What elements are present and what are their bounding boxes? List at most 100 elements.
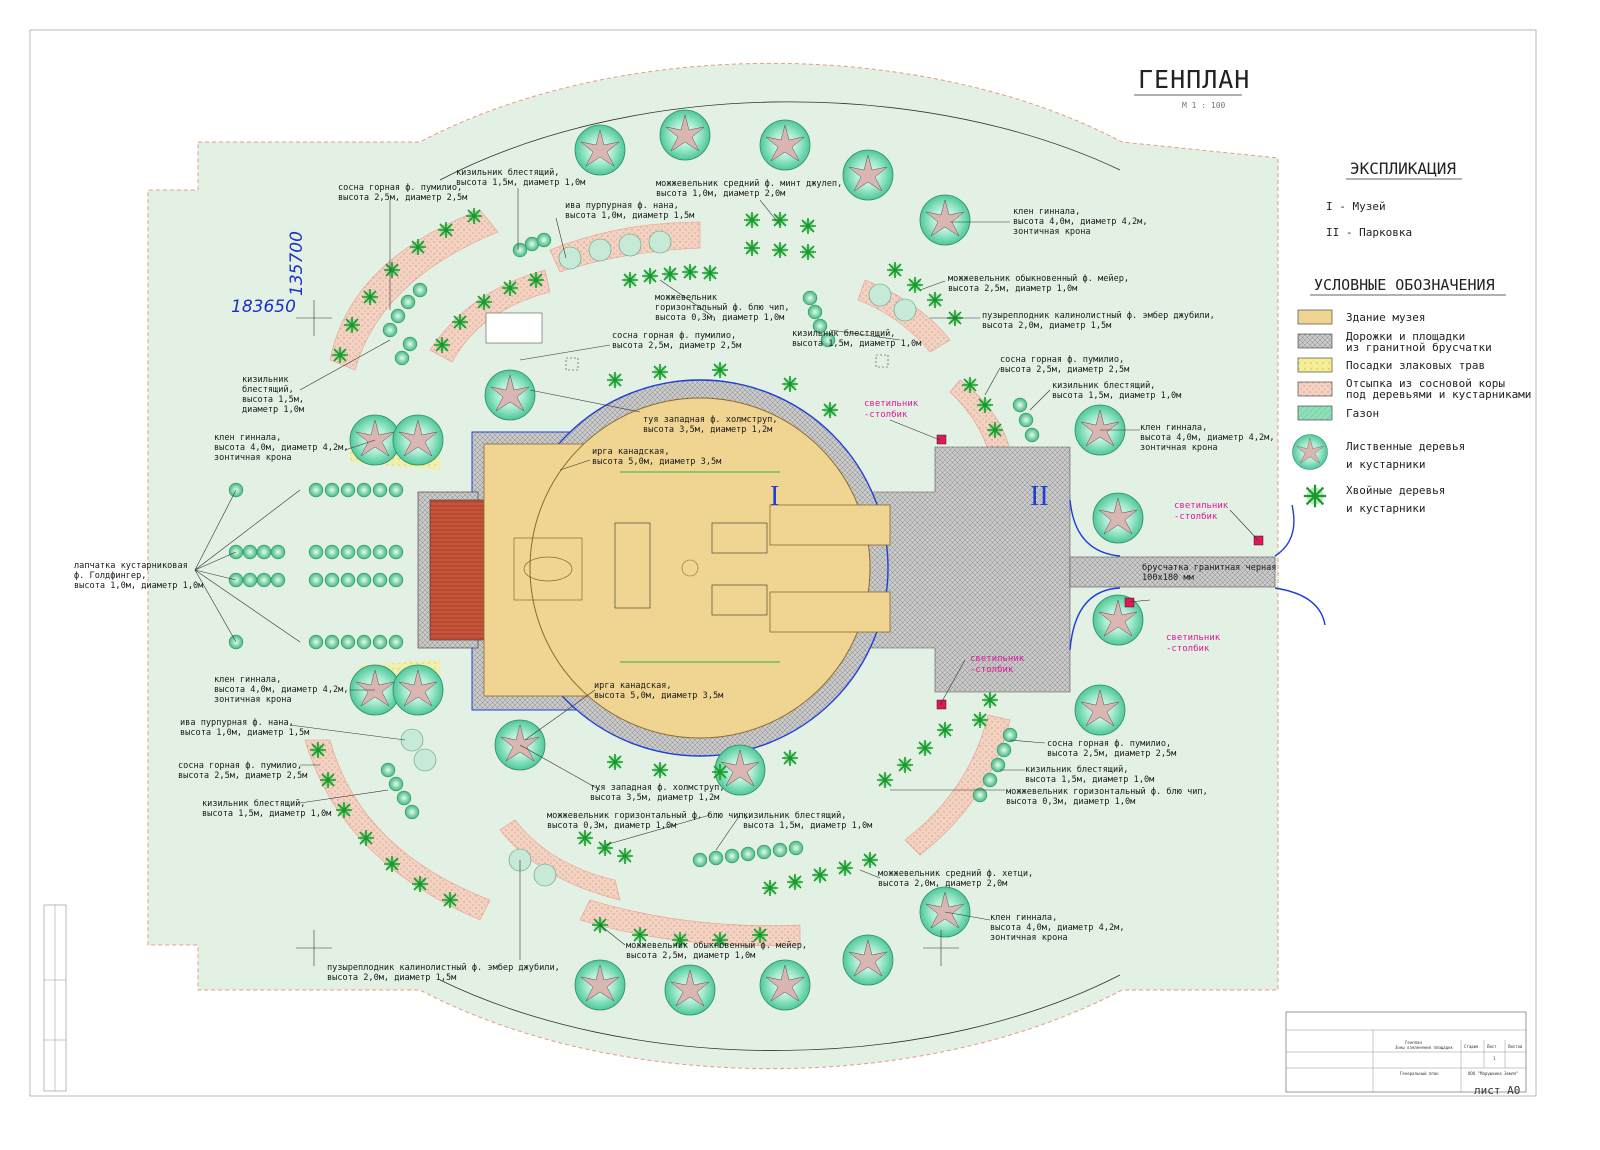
annotation-line: можжевельник средний ф. хетци, [878, 869, 1033, 879]
annotation-line: диаметр 1,0м [242, 405, 304, 415]
annotation-line: кизильник блестящий, [743, 810, 846, 821]
annotation-line: высота 1,0м, диаметр 2,0м [656, 189, 785, 199]
coordinate-y: 135700 [287, 231, 307, 296]
legend-title: УСЛОВНЫЕ ОБОЗНАЧЕНИЯ [1314, 276, 1495, 294]
annotation-line: высота 1,5м, [242, 395, 304, 405]
leader-lines [194, 188, 1259, 960]
svg-text:пузыреплодник калинолистный ф.: пузыреплодник калинолистный ф. эмбер джу… [982, 310, 1215, 331]
svg-text:ива пурпурная ф. нана,высота 1: ива пурпурная ф. нана,высота 1,0м, диаме… [565, 201, 694, 221]
annotation-line: кизильник блестящий, [456, 167, 559, 178]
stamp-stage-label: Стадия [1464, 1044, 1478, 1049]
coordinate-crosses [296, 300, 959, 966]
annotation-line: высота 2,5м, диаметр 2,5м [1047, 749, 1176, 759]
annotation-line: горизонтальный ф. блю чип, [655, 302, 790, 313]
svg-text:клен гиннала,высота 4,0м, диам: клен гиннала,высота 4,0м, диаметр 4,2м,з… [214, 433, 349, 463]
svg-text:туя западная ф. холмструп,высо: туя западная ф. холмструп,высота 3,5м, д… [590, 783, 725, 803]
stamp-sheets-label: Листов [1508, 1044, 1522, 1049]
annotation-line: высота 1,5м, диаметр 1,0м [202, 809, 331, 819]
lamp-label: светильник [970, 654, 1025, 664]
annotation-line: клен гиннала, [990, 913, 1057, 923]
annotation-line: высота 1,5м, диаметр 1,0м [1025, 775, 1154, 785]
annotation-line: высота 1,0м, диаметр 1,5м [180, 728, 309, 738]
paving-note: 100х180 мм [1142, 573, 1194, 583]
paving-note: брусчатка гранитная черная [1142, 562, 1277, 573]
annotation-line: высота 2,0м, диаметр 1,5м [327, 973, 456, 983]
annotation-line: высота 4,0м, диаметр 4,2м, [990, 923, 1125, 933]
annotation-line: высота 1,5м, диаметр 1,0м [1052, 391, 1181, 401]
legend-label-paving: Дорожки и площадки [1346, 330, 1465, 343]
annotation-line: высота 4,0м, диаметр 4,2м, [214, 685, 349, 695]
svg-text:туя западная ф. холмструп,высо: туя западная ф. холмструп,высота 3,5м, д… [643, 415, 778, 435]
annotation-line: туя западная ф. холмструп, [590, 783, 725, 793]
annotation-line: зонтичная крона [990, 933, 1068, 943]
lamp-markers [936, 434, 1264, 710]
annotation-line: высота 2,5м, диаметр 2,5м [1000, 365, 1129, 375]
annotation-line: высота 0,3м, диаметр 1,0м [1006, 797, 1135, 807]
svg-text:ирга канадская,высота 5,0м, ди: ирга канадская,высота 5,0м, диаметр 3,5м [594, 681, 723, 701]
legend-label-grass: Посадки злаковых трав [1346, 359, 1485, 372]
annotation-line: туя западная ф. холмструп, [643, 415, 778, 425]
annotation-line: можжевельник обыкновенный ф. мейер, [626, 940, 807, 951]
annotation-line: зонтичная крона [1140, 443, 1218, 453]
lamp-labels: светильник-столбик светильник-столбик св… [864, 399, 1229, 675]
lamp-label: -столбик [1174, 511, 1218, 522]
zone-museum-label: I [770, 481, 779, 512]
svg-text:светильник-столбик: светильник-столбик [1174, 501, 1229, 522]
annotation-line: клен гиннала, [214, 675, 281, 685]
annotation-line: кизильник блестящий, [1052, 380, 1155, 391]
annotation-line: высота 1,5м, диаметр 1,0м [792, 339, 921, 349]
annotation-line: ф. Голдфингер, [74, 571, 146, 581]
annotation-line: высота 2,5м, диаметр 2,5м [338, 193, 467, 203]
annotation-line: высота 1,0м, диаметр 1,0м [74, 581, 203, 591]
svg-text:светильник-столбик: светильник-столбик [1166, 633, 1221, 654]
stamp-org: ООО "Марушкина Земля" [1468, 1071, 1519, 1076]
legend-label-conifer: Хвойные деревья [1346, 484, 1445, 497]
lamp-label: светильник [864, 399, 919, 409]
svg-text:сосна горная ф. пумилио,высота: сосна горная ф. пумилио,высота 2,5м, диа… [338, 183, 467, 203]
legend-swatch-bark [1297, 381, 1333, 397]
annotation-line: высота 1,0м, диаметр 1,5м [565, 211, 694, 221]
legend-label-deciduous: Лиственные деревья [1346, 440, 1465, 453]
plan-scale: М 1 : 100 [1182, 101, 1226, 110]
annotation-line: высота 2,0м, диаметр 2,0м [878, 879, 1007, 889]
stamp-project-line: Зоны озеленения площадок [1395, 1045, 1453, 1050]
annotation-line: сосна горная ф. пумилио, [612, 331, 736, 341]
svg-text:кизильник блестящий,высота 1,5: кизильник блестящий,высота 1,5м, диаметр… [456, 167, 585, 188]
annotation-line: высота 3,5м, диаметр 1,2м [590, 793, 719, 803]
legend-label-bark-2: под деревьями и кустарниками [1346, 388, 1531, 401]
annotation-line: высота 5,0м, диаметр 3,5м [592, 457, 721, 467]
lamp-label: -столбик [864, 409, 908, 420]
svg-text:кизильник блестящий,высота 1,5: кизильник блестящий,высота 1,5м, диаметр… [1052, 380, 1181, 401]
annotation-line: сосна горная ф. пумилио, [1047, 739, 1171, 749]
plant-annotations: кизильник блестящий,высота 1,5м, диаметр… [74, 167, 1277, 983]
annotation-line: высота 4,0м, диаметр 4,2м, [1140, 433, 1275, 443]
svg-text:можжевельник горизонтальный ф.: можжевельник горизонтальный ф. блю чип,в… [547, 810, 749, 831]
legend-label-paving-2: из гранитной брусчатки [1346, 341, 1492, 354]
annotation-line: высота 2,5м, диаметр 2,5м [612, 341, 741, 351]
svg-text:сосна горная ф. пумилио,высота: сосна горная ф. пумилио,высота 2,5м, диа… [612, 331, 741, 351]
annotation-line: сосна горная ф. пумилио, [178, 761, 302, 771]
annotation-line: пузыреплодник калинолистный ф. эмбер джу… [982, 310, 1215, 321]
annotation-line: кизильник [242, 375, 289, 385]
svg-text:кизильник блестящий,высота 1,5: кизильник блестящий,высота 1,5м, диаметр… [1025, 764, 1154, 785]
svg-text:кизильник блестящий,высота 1,5: кизильник блестящий,высота 1,5м, диаметр… [743, 810, 872, 831]
annotation-line: сосна горная ф. пумилио, [338, 183, 462, 193]
museum-building [417, 379, 891, 757]
annotation-line: можжевельник [655, 293, 718, 303]
svg-text:кизильник блестящий,высота 1,5: кизильник блестящий,высота 1,5м, диаметр… [202, 798, 331, 819]
svg-text:можжевельник средний ф. хетци,: можжевельник средний ф. хетци,высота 2,0… [878, 869, 1033, 889]
annotation-line: лапчатка кустарниковая [74, 561, 188, 571]
annotation-line: высота 2,5м, диаметр 2,5м [178, 771, 307, 781]
lamp-label: светильник [1166, 633, 1221, 643]
legend-label-deciduous-2: и кустарники [1346, 458, 1425, 471]
annotation-line: ива пурпурная ф. нана, [180, 718, 294, 728]
annotation-line: высота 5,0м, диаметр 3,5м [594, 691, 723, 701]
svg-text:кизильник блестящий,высота 1,5: кизильник блестящий,высота 1,5м, диаметр… [792, 328, 921, 349]
title-block-stamp: Генплан Зоны озеленения площадок Стадия … [1285, 1011, 1527, 1093]
legend-label-conifer-2: и кустарники [1346, 502, 1425, 515]
annotation-line: ива пурпурная ф. нана, [565, 201, 679, 211]
plan-title: ГЕНПЛАН [1138, 65, 1250, 94]
